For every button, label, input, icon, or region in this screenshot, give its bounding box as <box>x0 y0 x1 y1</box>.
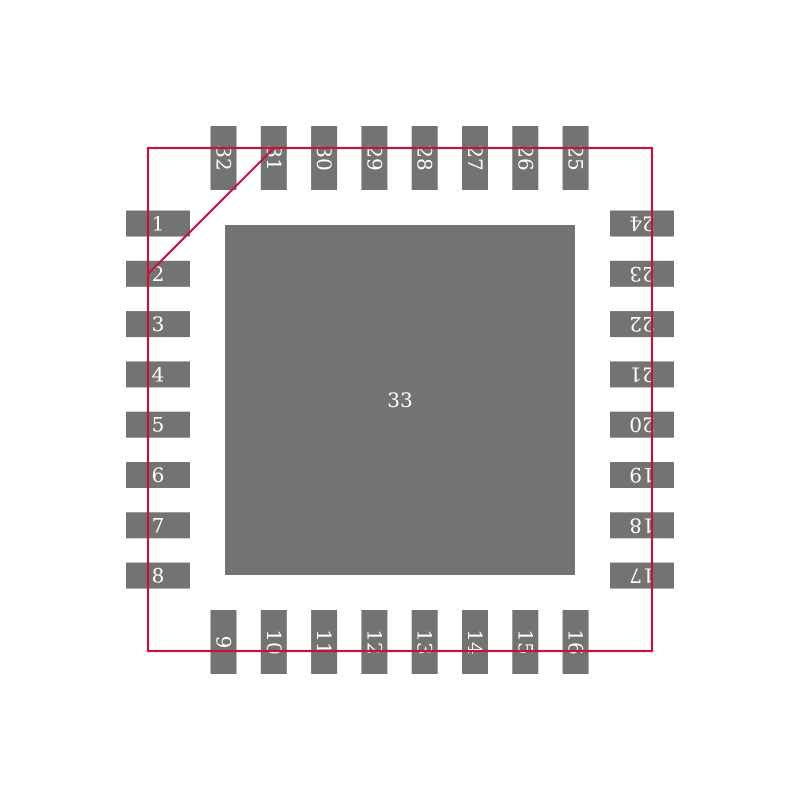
pin-pad-15 <box>512 610 539 674</box>
pin-pad-14 <box>462 610 488 674</box>
pin-label-9: 9 <box>212 636 236 649</box>
pin-pad-9 <box>210 610 237 674</box>
pin-pad-10 <box>260 610 287 674</box>
pin1-indicator-line <box>147 147 275 275</box>
exposed-pad-label: 33 <box>387 388 412 412</box>
pin-label-25: 25 <box>564 145 588 170</box>
pin-label-23: 23 <box>629 262 654 286</box>
pin-label-6: 6 <box>152 463 165 487</box>
pin-label-4: 4 <box>152 362 165 386</box>
pin-pad-30 <box>311 126 338 190</box>
pin-pad-18 <box>610 512 674 539</box>
pin-label-21: 21 <box>629 362 654 386</box>
pin-label-27: 27 <box>463 145 487 170</box>
pin-label-20: 20 <box>629 413 654 437</box>
pin-label-22: 22 <box>629 312 654 336</box>
pin-label-30: 30 <box>312 145 336 170</box>
pin-pad-27 <box>462 126 488 190</box>
pin-label-24: 24 <box>629 212 654 236</box>
pin-label-26: 26 <box>513 145 537 170</box>
pin-pad-11 <box>311 610 338 674</box>
pin-pad-12 <box>361 610 388 674</box>
pin-label-19: 19 <box>629 463 654 487</box>
pin-pad-32 <box>210 126 237 190</box>
pin-pad-25 <box>562 126 589 190</box>
pin-pad-16 <box>562 610 589 674</box>
pin-pad-8 <box>126 562 190 589</box>
pin-pad-7 <box>126 512 190 539</box>
exposed-pad-33 <box>225 225 575 575</box>
pin-pad-3 <box>126 311 190 338</box>
package-outline <box>146 146 654 653</box>
pin-label-1: 1 <box>152 212 165 236</box>
pin-pad-23 <box>610 260 674 287</box>
pin-label-3: 3 <box>152 312 165 336</box>
pin-pad-20 <box>610 411 674 438</box>
pin-pad-22 <box>610 311 674 338</box>
pin-label-32: 32 <box>212 145 236 170</box>
pin-label-7: 7 <box>152 513 165 537</box>
pin-pad-29 <box>361 126 388 190</box>
pin-pad-4 <box>126 361 190 388</box>
pin-label-5: 5 <box>152 413 165 437</box>
pin-pad-19 <box>610 462 674 488</box>
pin-pad-17 <box>610 562 674 589</box>
pin-pad-24 <box>610 210 674 237</box>
pin-pad-6 <box>126 462 190 488</box>
pin-pad-13 <box>411 610 438 674</box>
pin-label-17: 17 <box>629 564 654 588</box>
pin-pad-26 <box>512 126 539 190</box>
pin-label-8: 8 <box>152 564 165 588</box>
pin-pad-28 <box>411 126 438 190</box>
pin-label-29: 29 <box>362 145 386 170</box>
pin-pad-1 <box>126 210 190 237</box>
pin-pad-5 <box>126 411 190 438</box>
pin-pad-21 <box>610 361 674 388</box>
pin-label-18: 18 <box>629 513 654 537</box>
pin-label-28: 28 <box>413 145 437 170</box>
